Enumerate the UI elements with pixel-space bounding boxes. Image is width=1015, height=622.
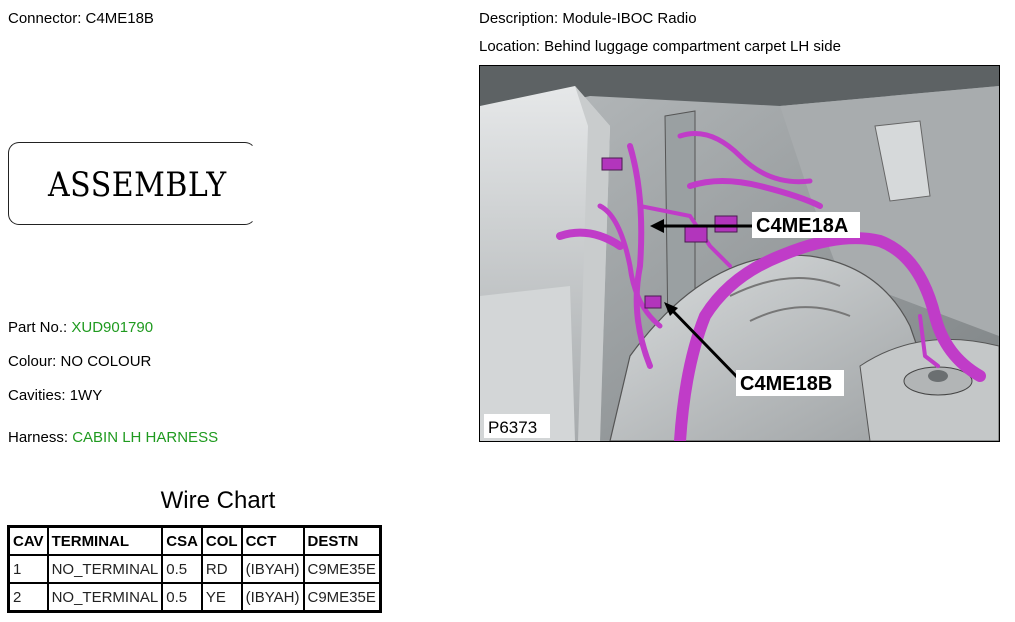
part-no-value: XUD901790 — [71, 319, 154, 336]
cell-cav: 1 — [7, 554, 49, 584]
cell-col: RD — [200, 554, 243, 584]
description-value: Module-IBOC Radio — [562, 10, 697, 27]
callout-c4me18b: C4ME18B — [740, 373, 832, 395]
connector-line: Connector: C4ME18B — [8, 10, 154, 27]
header-terminal: TERMINAL — [46, 525, 164, 556]
table-row: 1 NO_TERMINAL 0.5 RD (IBYAH) C9ME35E — [7, 554, 382, 584]
cavities-value: 1WY — [69, 387, 103, 404]
cell-terminal: NO_TERMINAL — [46, 554, 164, 584]
cell-csa: 0.5 — [161, 582, 203, 613]
description-line: Description: Module-IBOC Radio — [479, 10, 697, 27]
wire-chart-title: Wire Chart — [160, 487, 276, 514]
cavities-line: Cavities: 1WY — [8, 387, 102, 404]
cell-destn: C9ME35E — [302, 554, 382, 584]
table-row: 2 NO_TERMINAL 0.5 YE (IBYAH) C9ME35E — [7, 582, 382, 613]
location-label: Location: — [479, 38, 540, 55]
harness-label: Harness: — [8, 429, 69, 446]
figure-id: P6373 — [488, 418, 537, 437]
location-illustration: C4ME18A C4ME18B P6373 — [479, 65, 1000, 442]
cell-col: YE — [200, 582, 243, 613]
connector-value: C4ME18B — [85, 10, 154, 27]
colour-line: Colour: NO COLOUR — [8, 353, 151, 370]
part-no-line: Part No.: XUD901790 — [8, 319, 153, 336]
harness-value: CABIN LH HARNESS — [72, 429, 219, 446]
wire-chart-header-row: CAV TERMINAL CSA COL CCT DESTN — [7, 525, 382, 556]
colour-value: NO COLOUR — [60, 353, 152, 370]
harness-line: Harness: CABIN LH HARNESS — [8, 429, 218, 446]
cell-cct: (IBYAH) — [240, 554, 305, 584]
cell-csa: 0.5 — [161, 554, 203, 584]
header-cav: CAV — [7, 525, 49, 556]
cavities-label: Cavities: — [8, 387, 66, 404]
callout-c4me18a: C4ME18A — [756, 215, 848, 237]
location-line: Location: Behind luggage compartment car… — [479, 38, 841, 55]
header-csa: CSA — [161, 525, 203, 556]
cell-destn: C9ME35E — [302, 582, 382, 613]
assembly-label: ASSEMBLY — [48, 166, 227, 206]
description-label: Description: — [479, 10, 559, 27]
cell-terminal: NO_TERMINAL — [46, 582, 164, 613]
header-cct: CCT — [240, 525, 305, 556]
assembly-frame — [8, 142, 256, 225]
wire-chart-table: CAV TERMINAL CSA COL CCT DESTN 1 NO_TERM… — [7, 525, 382, 613]
colour-label: Colour: — [8, 353, 57, 370]
header-destn: DESTN — [302, 525, 382, 556]
cell-cav: 2 — [7, 582, 49, 613]
connector-label: Connector: — [8, 10, 82, 27]
part-no-label: Part No.: — [8, 319, 68, 336]
location-value: Behind luggage compartment carpet LH sid… — [544, 38, 841, 55]
cell-cct: (IBYAH) — [240, 582, 305, 613]
header-col: COL — [200, 525, 243, 556]
